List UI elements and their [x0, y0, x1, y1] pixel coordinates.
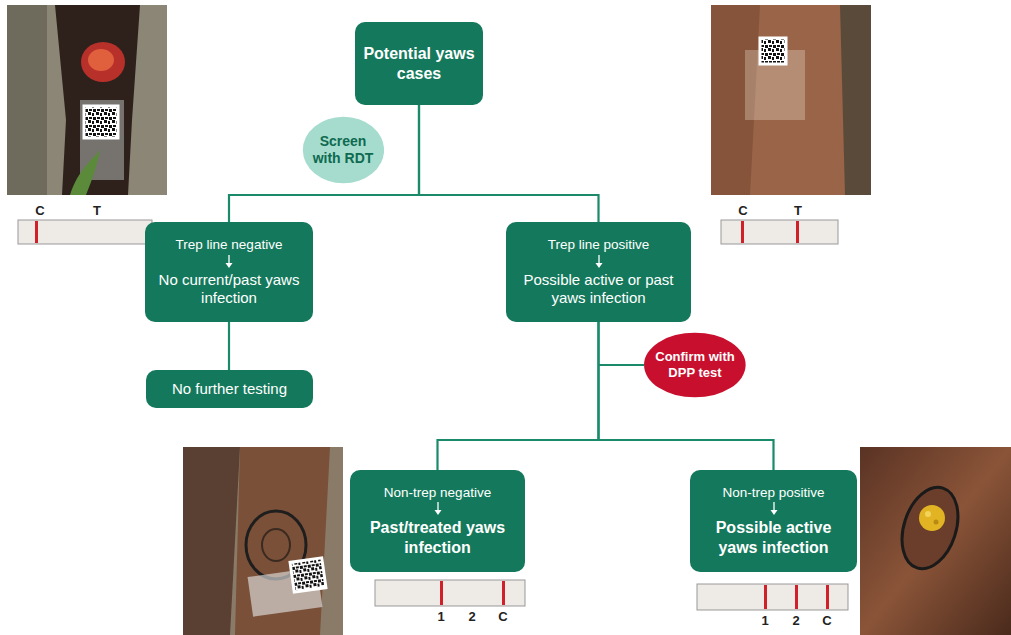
tie-line	[599, 364, 645, 366]
box-text: Potential yaws cases	[362, 44, 476, 82]
strip-line-label: 1	[761, 614, 768, 627]
control-line	[826, 585, 829, 609]
box-heading: Non-trep positive	[722, 485, 824, 501]
box-text: Past/treated yaws infection	[357, 518, 518, 556]
test-line	[764, 585, 767, 609]
small-arrow	[224, 255, 234, 269]
box-heading: Trep line negative	[176, 237, 283, 253]
small-arrow	[433, 502, 443, 516]
process-box: Non-trep negativePast/treated yaws infec…	[350, 470, 525, 572]
step-ellipse: Screen with RDT	[302, 116, 385, 184]
connector	[599, 322, 774, 470]
process-box: No further testing	[146, 370, 313, 408]
control-line	[741, 221, 744, 243]
strip-line-label: C	[498, 610, 507, 623]
box-text: No further testing	[172, 380, 287, 398]
box-text: No current/past yaws infection	[152, 271, 306, 307]
ulcer-photo	[860, 447, 1011, 635]
connector	[419, 105, 599, 222]
test-strip	[721, 220, 838, 244]
connector	[228, 322, 230, 370]
arm-photo	[711, 5, 871, 195]
leg-photo	[183, 447, 343, 635]
strip-line-label: C	[738, 204, 747, 217]
strip-line-label: 1	[437, 610, 444, 623]
box-text: Possible active yaws infection	[697, 518, 850, 556]
test-strip	[697, 584, 848, 610]
process-box: Potential yaws cases	[355, 22, 483, 105]
connector	[229, 105, 419, 222]
box-text: Confirm with DPP test	[652, 349, 737, 380]
strip-line-label: T	[93, 204, 101, 217]
box-heading: Non-trep negative	[384, 485, 491, 501]
strip-line-label: C	[35, 204, 44, 217]
test-line	[796, 221, 799, 243]
control-line	[502, 581, 505, 605]
process-box: Non-trep positivePossible active yaws in…	[690, 470, 857, 572]
test-line	[440, 581, 443, 605]
small-arrow	[594, 255, 604, 269]
step-ellipse: Confirm with DPP test	[643, 332, 747, 398]
strip-line-label: 2	[468, 610, 475, 623]
box-text: Possible active or past yaws infection	[513, 271, 684, 307]
connector	[438, 322, 599, 470]
strip-line-label: C	[822, 614, 831, 627]
lesion-photo	[7, 5, 167, 195]
test-strip	[375, 580, 525, 606]
strip-line-label: T	[794, 204, 802, 217]
strip-line-label: 2	[792, 614, 799, 627]
small-arrow	[769, 502, 779, 516]
box-heading: Trep line positive	[548, 237, 650, 253]
process-box: Trep line negative No current/past yaws i…	[145, 222, 313, 322]
test-strip	[18, 220, 152, 244]
test-line	[795, 585, 798, 609]
box-text: Screen with RDT	[309, 133, 377, 167]
control-line	[35, 221, 38, 243]
process-box: Trep line positivePossible active or pas…	[506, 222, 691, 322]
